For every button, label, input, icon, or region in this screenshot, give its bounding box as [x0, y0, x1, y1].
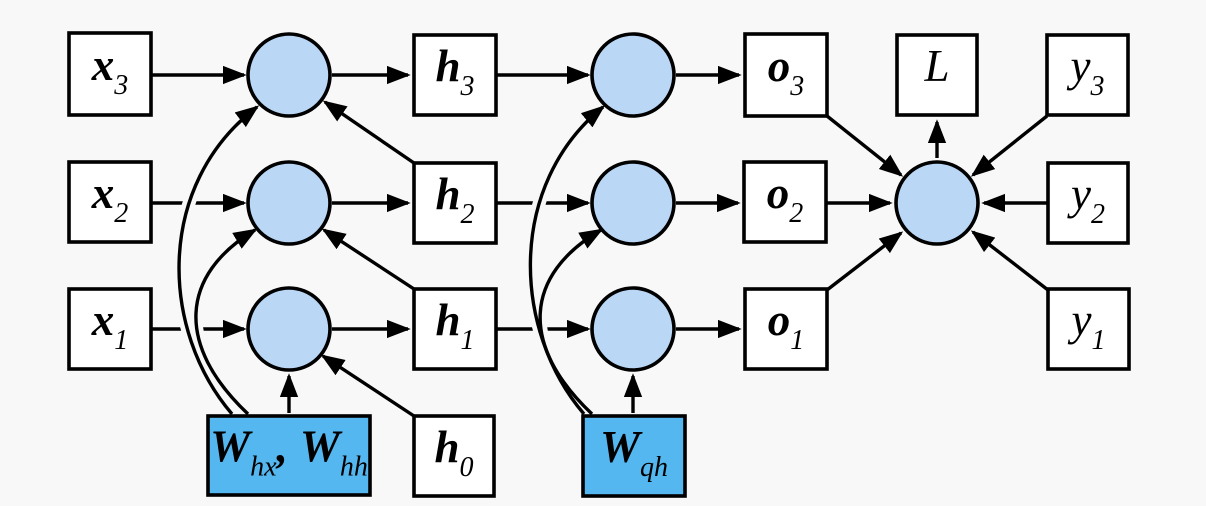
operator-circle-ocalc3: [590, 32, 676, 118]
operator-circle-ocalc1: [590, 286, 676, 372]
label-y1: y1: [1068, 295, 1106, 356]
label-L: L: [923, 41, 949, 91]
label-part: h: [435, 295, 460, 345]
label-part: 1: [114, 325, 128, 356]
var-box-h0: [412, 414, 496, 498]
nodes-layer: [67, 31, 1131, 498]
label-o3: o3: [768, 41, 805, 102]
label-part: qh: [640, 452, 668, 483]
label-o1: o1: [768, 295, 805, 356]
curve-arrow-whx-to-hcalc3: [177, 105, 260, 416]
label-part: 1: [461, 325, 475, 356]
label-part: 1: [1091, 325, 1105, 356]
curve-arrow-wqh-to-ocalc2: [538, 228, 604, 416]
param-box-Whx-Whh: [206, 414, 372, 497]
label-h0: h0: [434, 422, 473, 483]
var-box-h2: [412, 161, 498, 245]
arrow-h0-to-hcalc1: [320, 354, 415, 418]
var-box-y1: [1046, 287, 1131, 371]
label-part: L: [923, 41, 949, 91]
label-part: o: [768, 41, 791, 91]
var-box-o2: [742, 160, 828, 244]
var-box-y3: [1045, 33, 1130, 117]
label-y2: y2: [1067, 169, 1105, 230]
label-part: hh: [340, 452, 368, 483]
label-part: x: [91, 168, 115, 218]
label-part: o: [767, 168, 790, 218]
var-box-o1: [743, 287, 829, 371]
var-box-h3: [412, 33, 498, 117]
label-o2: o2: [767, 168, 804, 229]
label-y3: y3: [1067, 41, 1105, 102]
operator-circle-hcalc3: [246, 32, 332, 118]
var-box-x1: [67, 287, 153, 371]
label-part: 1: [790, 325, 804, 356]
label-Wqh: Wqh: [600, 422, 668, 483]
label-part: h: [435, 41, 460, 91]
operator-circle-ocalc2: [590, 160, 676, 246]
operator-circle-hcalc2: [246, 160, 332, 246]
label-part: x: [91, 295, 115, 345]
label-h1: h1: [435, 295, 474, 356]
label-h2: h2: [435, 169, 474, 230]
label-part: 3: [460, 71, 475, 102]
label-x3: x3: [91, 40, 129, 101]
label-part: 3: [1089, 71, 1104, 102]
label-Whx-Whh: Whx,Whh: [210, 422, 368, 483]
arrow-y3-to-loss: [970, 114, 1049, 177]
label-part: 2: [789, 198, 803, 229]
curve-arrow-whx-to-hcalc2: [194, 228, 258, 416]
label-part: ,: [276, 422, 288, 472]
var-box-L: [895, 33, 979, 117]
label-x2: x2: [91, 168, 129, 229]
arrow-y1-to-loss: [970, 230, 1050, 292]
arrow-h1-to-hcalc2: [321, 228, 415, 291]
label-part: y: [1068, 295, 1092, 345]
label-part: 0: [460, 452, 474, 483]
label-part: y: [1067, 169, 1091, 219]
label-part: W: [600, 422, 643, 472]
label-part: y: [1067, 41, 1091, 91]
label-h3: h3: [435, 41, 474, 102]
operator-circle-hcalc1: [246, 286, 332, 372]
arrow-h2-to-hcalc3: [322, 100, 415, 165]
arrow-o1-to-loss: [825, 231, 904, 292]
label-part: 3: [789, 71, 804, 102]
label-part: 2: [1091, 199, 1105, 230]
var-box-y2: [1046, 161, 1130, 245]
label-part: 2: [461, 199, 475, 230]
label-part: 2: [114, 198, 128, 229]
label-part: x: [91, 40, 115, 90]
label-part: o: [768, 295, 791, 345]
label-part: hx: [250, 452, 277, 483]
label-part: h: [435, 169, 460, 219]
var-box-o3: [743, 32, 829, 118]
straight-arrows-layer: [151, 65, 1050, 418]
var-box-x3: [67, 31, 153, 117]
label-part: h: [434, 422, 459, 472]
label-part: W: [300, 422, 343, 472]
label-part: 3: [113, 70, 128, 101]
var-box-h1: [412, 287, 498, 371]
label-x1: x1: [91, 295, 129, 356]
param-box-Wqh: [581, 414, 687, 498]
curved-arrows-layer: [177, 105, 606, 416]
arrow-o3-to-loss: [825, 114, 904, 177]
operator-circle-loss: [894, 160, 980, 246]
curve-casings-layer: [172, 101, 608, 419]
label-part: W: [210, 422, 253, 472]
var-box-x2: [67, 160, 153, 244]
